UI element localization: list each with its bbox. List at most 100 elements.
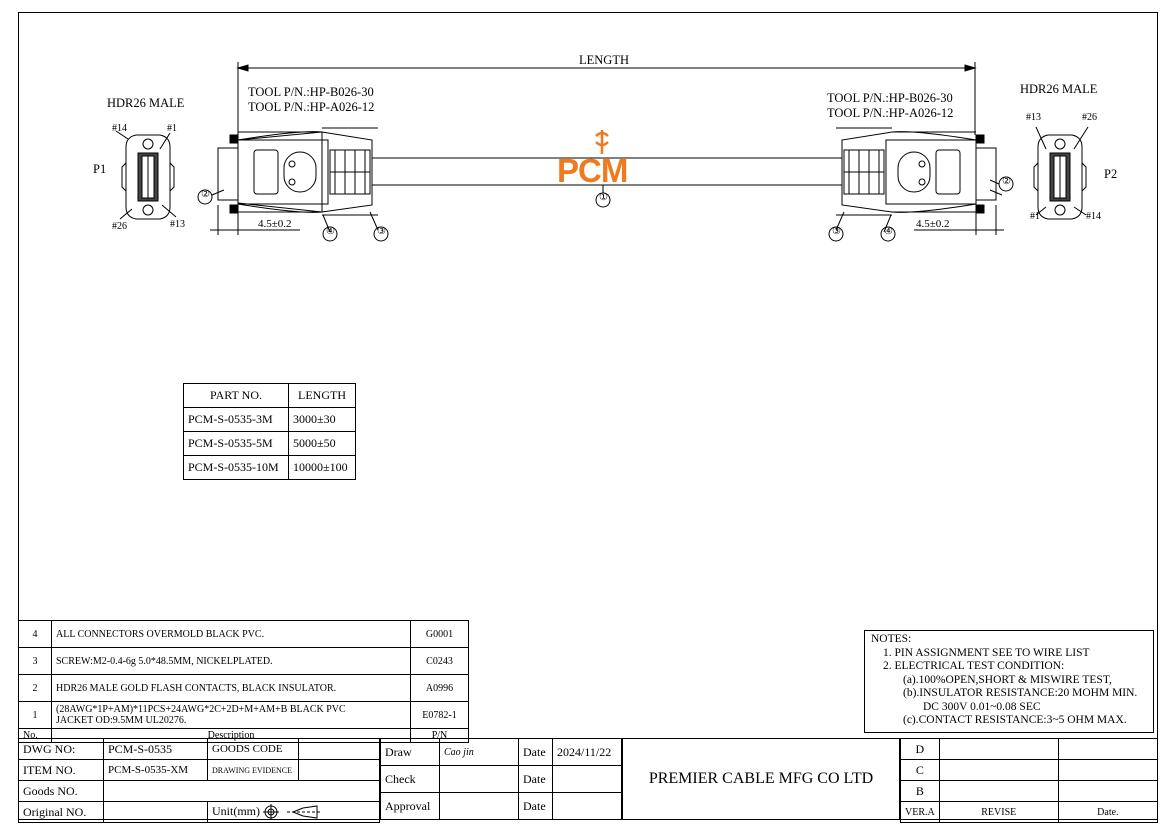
rev-date-label: Date. — [1057, 801, 1159, 823]
callout-3: ③ — [377, 226, 386, 237]
item-no-label: ITEM NO. — [18, 759, 104, 781]
callout-3: ③ — [832, 226, 841, 237]
table-row: PCM-S-0535-5M 5000±50 — [183, 431, 356, 456]
table-row: PCM-S-0535-10M 10000±100 — [183, 455, 356, 480]
part-no-cell: PCM-S-0535-10M — [183, 455, 289, 480]
dwg-no-label: DWG NO: — [18, 738, 104, 760]
note-line: (a).100%OPEN,SHORT & MISWIRE TEST, — [903, 673, 1112, 686]
right-dimension: 4.5±0.2 — [916, 218, 950, 230]
drawing-evidence-label: DRAWING EVIDENCE — [207, 759, 299, 781]
table-header-row: PART NO. LENGTH — [183, 383, 356, 408]
left-tool-pn-2: TOOL P/N.:HP-A026-12 — [248, 100, 375, 114]
check-signature — [439, 765, 519, 793]
left-dimension: 4.5±0.2 — [258, 218, 292, 230]
title-block-left: DWG NO: PCM-S-0535 GOODS CODE ITEM NO. P… — [18, 738, 380, 823]
bill-of-materials: 4 ALL CONNECTORS OVERMOLD BLACK PVC. G00… — [18, 620, 469, 743]
goods-code-value — [298, 738, 380, 760]
ver-label: VER.A — [900, 801, 940, 823]
p1-label: P1 — [93, 162, 107, 176]
column-header: PART NO. — [183, 383, 289, 408]
left-connector-label: HDR26 MALE — [107, 96, 185, 110]
table-row: PCM-S-0535-3M 3000±30 — [183, 407, 356, 432]
right-pin-label: #1 — [1030, 211, 1040, 222]
projection-symbol-icon — [263, 804, 321, 821]
rev-desc — [938, 780, 1059, 802]
length-cell: 3000±30 — [288, 407, 356, 432]
rev-desc — [938, 738, 1059, 760]
date-label: Date — [518, 738, 553, 766]
note-line: 1. PIN ASSIGNMENT SEE TO WIRE LIST — [883, 646, 1090, 659]
part-no-cell: PCM-S-0535-5M — [183, 431, 289, 456]
approval-date — [552, 792, 622, 820]
note-line: DC 300V 0.01~0.08 SEC — [923, 700, 1041, 713]
bom-no: 4 — [18, 620, 52, 648]
note-line: (b).INSULATOR RESISTANCE:20 MOHM MIN. — [903, 687, 1138, 699]
unit-label: Unit(mm) — [212, 803, 260, 818]
rev-date — [1057, 780, 1159, 802]
title-block-approvals: Draw Cao jin Date 2024/11/22 Check Date … — [380, 738, 622, 820]
left-pin-label: #14 — [112, 123, 127, 134]
left-pin-label: #1 — [167, 123, 177, 134]
bom-pn: A0996 — [410, 674, 469, 702]
pcm-logo: PCM — [557, 152, 628, 189]
part-no-cell: PCM-S-0535-3M — [183, 407, 289, 432]
original-no-value — [103, 801, 208, 823]
length-cell: 10000±100 — [288, 455, 356, 480]
note-line: 2. ELECTRICAL TEST CONDITION: — [883, 660, 1065, 672]
rev-date — [1057, 759, 1159, 781]
rev-desc — [938, 759, 1059, 781]
bom-row: 3 SCREW:M2-0.4-6g 5.0*48.5MM, NICKELPLAT… — [18, 647, 469, 675]
rev-letter: D — [900, 738, 940, 760]
goods-no-value — [103, 780, 380, 802]
drawing-sheet — [18, 12, 1158, 820]
dwg-no-value: PCM-S-0535 — [103, 738, 208, 760]
bom-description: SCREW:M2-0.4-6g 5.0*48.5MM, NICKELPLATED… — [51, 647, 411, 675]
column-header: LENGTH — [288, 383, 356, 408]
left-pin-label: #26 — [112, 221, 127, 232]
callout-4: ④ — [326, 226, 335, 237]
left-pin-label: #13 — [170, 219, 185, 230]
draw-date: 2024/11/22 — [552, 738, 622, 766]
date-label: Date — [518, 765, 553, 793]
check-label: Check — [380, 765, 440, 793]
logo-arrow-icon — [595, 130, 609, 154]
date-label: Date — [518, 792, 553, 820]
rev-letter: B — [900, 780, 940, 802]
bom-no: 2 — [18, 674, 52, 702]
callout-2: ② — [201, 189, 210, 200]
goods-no-label: Goods NO. — [18, 780, 104, 802]
notes-title: NOTES: — [871, 633, 912, 645]
bom-pn: G0001 — [410, 620, 469, 648]
bom-no: 3 — [18, 647, 52, 675]
bom-row: 4 ALL CONNECTORS OVERMOLD BLACK PVC. G00… — [18, 620, 469, 648]
right-tool-pn-1: TOOL P/N.:HP-B026-30 — [827, 91, 953, 105]
callout-4: ④ — [884, 226, 893, 237]
draw-signature: Cao jin — [439, 738, 519, 766]
bom-pn: C0243 — [410, 647, 469, 675]
drawing-evidence-value — [298, 759, 380, 781]
company-name: PREMIER CABLE MFG CO LTD — [622, 738, 900, 820]
bom-row: 1 (28AWG*1P+AM)*11PCS+24AWG*2C+2D+M+AM+B… — [18, 701, 469, 729]
part-number-table: PART NO. LENGTH PCM-S-0535-3M 3000±30 PC… — [183, 383, 356, 480]
revision-block: D C B VER.A REVISE Date. — [900, 738, 1159, 823]
left-tool-pn-1: TOOL P/N.:HP-B026-30 — [248, 85, 374, 99]
bom-description: (28AWG*1P+AM)*11PCS+24AWG*2C+2D+M+AM+B B… — [51, 701, 411, 729]
p2-label: P2 — [1104, 167, 1118, 181]
note-line: (c).CONTACT RESISTANCE:3~5 OHM MAX. — [903, 714, 1127, 726]
rev-date — [1057, 738, 1159, 760]
right-tool-pn-2: TOOL P/N.:HP-A026-12 — [827, 106, 954, 120]
bom-pn: E0782-1 — [410, 701, 469, 729]
bom-description: HDR26 MALE GOLD FLASH CONTACTS, BLACK IN… — [51, 674, 411, 702]
right-pin-label: #13 — [1026, 112, 1041, 123]
callout-2: ② — [1002, 176, 1011, 187]
approval-signature — [439, 792, 519, 820]
bom-description: ALL CONNECTORS OVERMOLD BLACK PVC. — [51, 620, 411, 648]
goods-code-label: GOODS CODE — [207, 738, 299, 760]
approval-label: Approval — [380, 792, 440, 820]
bom-row: 2 HDR26 MALE GOLD FLASH CONTACTS, BLACK … — [18, 674, 469, 702]
right-pin-label: #14 — [1086, 211, 1101, 222]
rev-letter: C — [900, 759, 940, 781]
revise-label: REVISE — [938, 801, 1059, 823]
right-connector-label: HDR26 MALE — [1020, 82, 1098, 96]
cable-drawing — [115, 62, 1089, 242]
